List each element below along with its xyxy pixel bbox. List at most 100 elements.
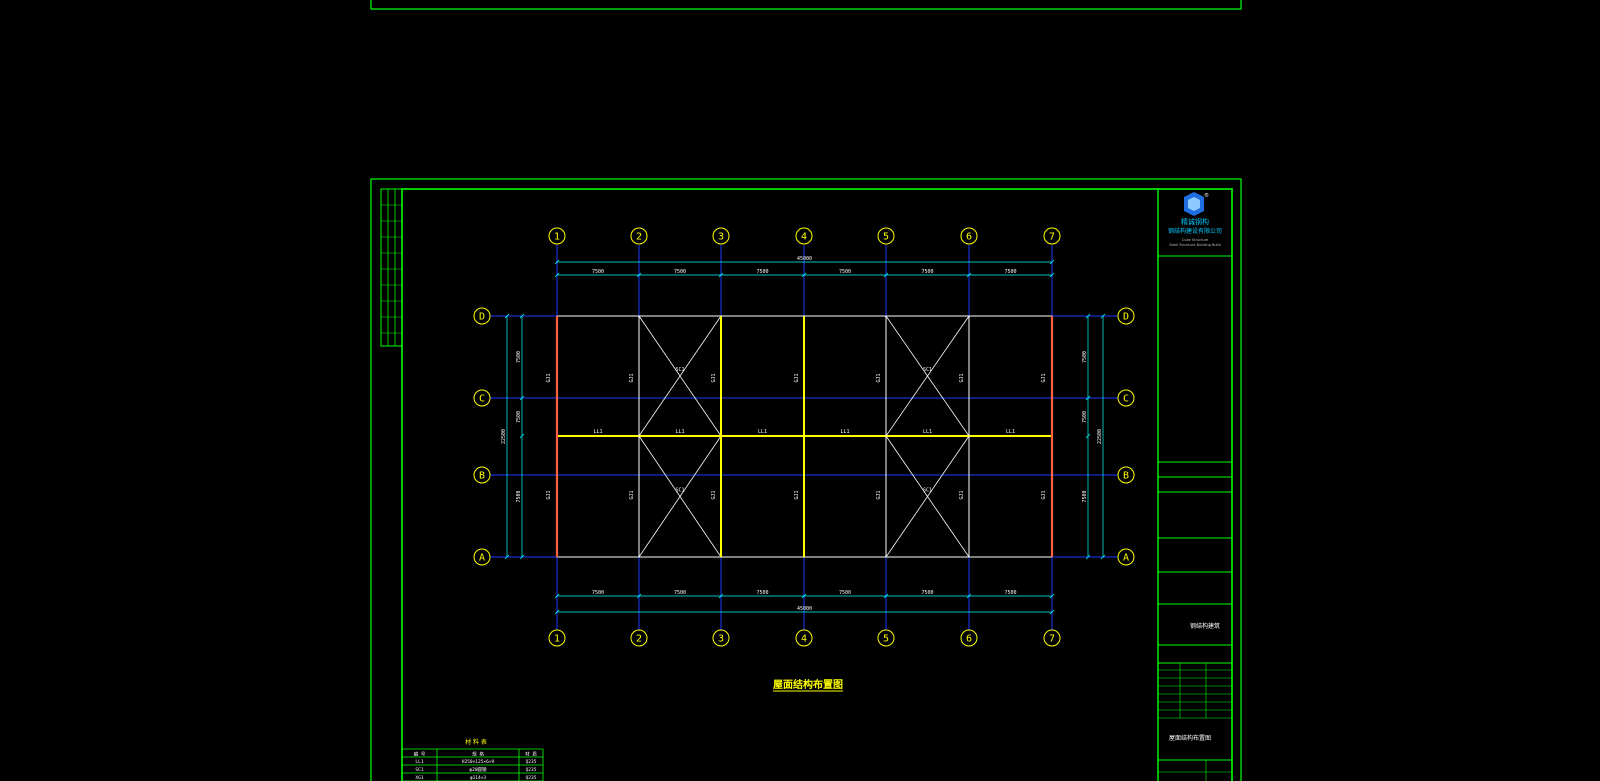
grid-bubble-A — [473, 548, 491, 566]
material-table-col-header: 编 号 — [414, 751, 426, 758]
grid-bubble-D — [1117, 307, 1135, 325]
bracing-label: SC1 — [923, 367, 932, 373]
beam-label: LL1 — [758, 429, 767, 435]
grid-bubble-label: A — [479, 553, 485, 564]
company-name-cn: 精诚钢构 — [1181, 217, 1209, 226]
grid-bubble-6 — [960, 227, 978, 245]
grid-bubble-label: C — [1123, 394, 1129, 405]
dim-bottom-value: 7500 — [674, 590, 686, 596]
dim-bottom-tick — [966, 593, 972, 599]
frame-label: GJ1 — [711, 490, 717, 499]
dim-top-tick — [1049, 272, 1055, 278]
dim-bottom-value: 7500 — [1004, 590, 1016, 596]
dim-bottom-total-tick — [554, 609, 560, 615]
title-block-grid — [1158, 461, 1232, 781]
dim-top-tick — [636, 272, 642, 278]
material-table-cell: SC1 — [415, 767, 423, 773]
grid-bubble-label: 2 — [636, 232, 642, 243]
dim-right-tick — [1100, 313, 1106, 319]
material-table-cell: LL1 — [415, 759, 423, 765]
dim-top-total-value: 45000 — [797, 256, 812, 262]
bracing-member — [885, 315, 970, 437]
material-table-header: 材 料 表 — [465, 738, 487, 746]
company-name-en-1: Cube Structure — [1182, 238, 1208, 242]
upper-sheet-frame — [370, 0, 1242, 10]
dim-top-tick — [966, 272, 972, 278]
beam-label: LL1 — [840, 429, 849, 435]
bracing-member — [638, 315, 722, 437]
frame-label: GJ1 — [794, 490, 800, 499]
material-table-cell: Q235 — [526, 767, 537, 773]
grid-bubble-label: D — [1123, 312, 1129, 323]
material-table-col-header: 材 质 — [525, 751, 537, 758]
material-table-cell: φ114×3 — [470, 775, 487, 781]
dim-bottom-tick — [1049, 593, 1055, 599]
grid-bubble-label: 1 — [554, 634, 560, 645]
frame-label: GJ1 — [876, 490, 882, 499]
grid-bubble-label: 3 — [718, 232, 724, 243]
dim-right-seg-value: 7500 — [1082, 351, 1088, 363]
grid-bubble-3 — [712, 227, 730, 245]
title-block-drawing-name: 屋面结构布置图 — [1169, 734, 1211, 742]
drawing-title: 屋面结构布置图 — [773, 678, 843, 691]
dim-top-tick — [883, 272, 889, 278]
frame-label: GJ1 — [959, 490, 965, 499]
dim-right-tick — [1085, 433, 1091, 439]
frame-label: GJ1 — [1041, 490, 1047, 499]
grid-bubble-2 — [630, 629, 648, 647]
revision-strip-frame — [380, 188, 403, 347]
frame-label: GJ1 — [546, 373, 552, 382]
dim-bottom-value: 7500 — [756, 590, 768, 596]
company-name-en-2: Steel Structure Building Build — [1169, 243, 1220, 247]
dim-left-seg-value: 7500 — [516, 490, 522, 502]
grid-bubble-label: 1 — [554, 232, 560, 243]
material-table-cell: XG1 — [415, 775, 423, 781]
beam-label: LL1 — [1006, 429, 1015, 435]
grid-bubble-5 — [877, 629, 895, 647]
dim-left-tick — [519, 433, 525, 439]
grid-bubble-label: 7 — [1049, 634, 1055, 645]
dim-bottom-tick — [801, 593, 807, 599]
grid-bubble-7 — [1043, 629, 1061, 647]
frame-label: GJ1 — [959, 373, 965, 382]
grid-bubble-D — [473, 307, 491, 325]
grid-bubble-4 — [795, 629, 813, 647]
dim-bottom-value: 7500 — [592, 590, 604, 596]
dim-bottom-tick — [554, 593, 560, 599]
grid-bubble-label: A — [1123, 553, 1129, 564]
dim-bottom-tick — [636, 593, 642, 599]
beam-label: LL1 — [593, 429, 602, 435]
bracing-member — [885, 435, 970, 558]
material-table-cell: Q235 — [526, 759, 537, 765]
dim-left-tick — [504, 554, 510, 560]
dim-left-seg-value: 7500 — [516, 351, 522, 363]
dim-bottom-value: 7500 — [839, 590, 851, 596]
dim-left-tick — [519, 395, 525, 401]
grid-bubble-label: 4 — [801, 634, 807, 645]
dim-top-value: 7500 — [592, 269, 604, 275]
dim-right-total-value: 22500 — [1097, 429, 1103, 444]
company-logo-icon: ® — [1184, 192, 1209, 216]
dim-right-tick — [1085, 313, 1091, 319]
dim-left-tick — [519, 313, 525, 319]
dim-right-seg-value: 7500 — [1082, 411, 1088, 423]
dim-right-seg-value: 7500 — [1082, 490, 1088, 502]
project-name-field: 钢结构建筑 — [1190, 622, 1220, 630]
dim-right-tick — [1085, 554, 1091, 560]
grid-bubble-C — [473, 389, 491, 407]
frame-label: GJ1 — [711, 373, 717, 382]
bracing-member — [638, 435, 722, 558]
dim-right-tick — [1100, 554, 1106, 560]
grid-bubble-label: 2 — [636, 634, 642, 645]
dim-top-value: 7500 — [756, 269, 768, 275]
dim-top-value: 7500 — [1004, 269, 1016, 275]
dim-bottom-total-value: 45000 — [797, 606, 812, 612]
frame-label: GJ1 — [876, 373, 882, 382]
frame-label: GJ1 — [1041, 373, 1047, 382]
drawing-title-group: 屋面结构布置图 — [773, 678, 843, 692]
material-table-cell: φ20圆钢 — [469, 766, 487, 773]
svg-text:®: ® — [1204, 192, 1209, 199]
beam-label: LL1 — [675, 429, 684, 435]
